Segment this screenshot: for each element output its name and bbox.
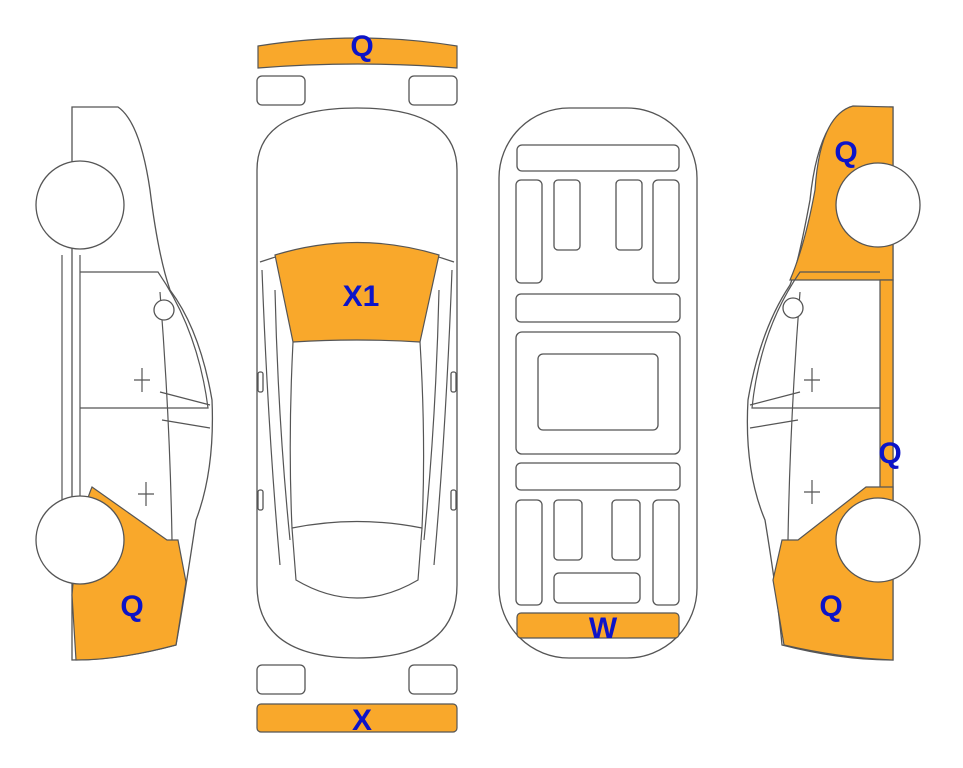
left-side-sill: [61, 255, 81, 500]
left-side-window: [80, 271, 209, 409]
underbody-center-tank: [537, 353, 659, 431]
left-side-door-line: [159, 291, 173, 541]
top-right-handle: [450, 489, 457, 511]
left-side-front-wheel: [35, 160, 125, 250]
underbody-rear-left-rail: [515, 499, 543, 606]
top-front-left-light: [256, 75, 306, 106]
top-rear-bumper-zone[interactable]: [256, 703, 458, 733]
right-side-mirror: [782, 297, 804, 319]
top-rear-window: [291, 527, 423, 599]
top-roof: [289, 341, 425, 529]
right-side-b-line: [749, 391, 801, 429]
label-right-side-front: Q: [834, 136, 857, 169]
label-top-windshield: X1: [343, 280, 380, 313]
top-car-body: [256, 107, 458, 659]
top-left-handle: [257, 489, 264, 511]
top-right-pillar: [433, 269, 453, 566]
top-view: Q X1 X: [256, 30, 458, 737]
top-rear-right-light: [408, 664, 458, 695]
left-side-handle-1: [134, 368, 150, 392]
left-side-mirror: [153, 299, 175, 321]
left-side-handle-2: [138, 482, 154, 506]
underbody-view: W: [498, 107, 698, 659]
top-front-bumper-zone[interactable]: [257, 37, 458, 69]
underbody-rear-right-rail: [652, 499, 680, 606]
underbody-rear-right-box: [611, 499, 641, 561]
right-side-rear-wheel: [835, 497, 921, 583]
top-left-mirror: [257, 371, 264, 393]
top-right-mirror: [450, 371, 457, 393]
label-right-side-rear: Q: [819, 590, 842, 623]
right-side-handle-2: [804, 480, 820, 504]
top-rear-left-light: [256, 664, 306, 695]
right-side-front-wheel: [835, 162, 921, 248]
right-side-handle-1: [804, 368, 820, 392]
right-side-view: Q Q Q: [746, 105, 921, 661]
underbody-rear-center-box: [553, 572, 641, 604]
top-front-right-light: [408, 75, 458, 106]
left-side-view: Q: [35, 106, 214, 661]
underbody-front-right-box: [615, 179, 643, 251]
right-side-window: [751, 271, 880, 409]
label-right-side-middle: Q: [878, 437, 901, 470]
right-side-door-line: [787, 291, 801, 541]
right-side-middle-zone[interactable]: [879, 279, 894, 511]
underbody-front-left-box: [553, 179, 581, 251]
top-left-pillar: [261, 269, 281, 566]
underbody-front-left-rail: [515, 179, 543, 284]
underbody-cross-bar-2: [515, 462, 681, 491]
top-right-window: [423, 289, 440, 541]
underbody-cross-bar-1: [515, 293, 681, 323]
label-underbody-rear: W: [589, 612, 618, 645]
label-top-front-bumper: Q: [350, 30, 373, 63]
underbody-rear-left-box: [553, 499, 583, 561]
underbody-front-right-rail: [652, 179, 680, 284]
left-side-rear-wheel: [35, 495, 125, 585]
underbody-rear-zone[interactable]: [516, 612, 680, 639]
top-windshield-zone[interactable]: [274, 241, 440, 343]
label-left-side-rear: Q: [120, 590, 143, 623]
label-top-rear-bumper: X: [352, 704, 372, 737]
underbody-front-bar: [516, 144, 680, 172]
top-left-window: [274, 289, 291, 541]
left-side-b-line: [159, 391, 211, 429]
